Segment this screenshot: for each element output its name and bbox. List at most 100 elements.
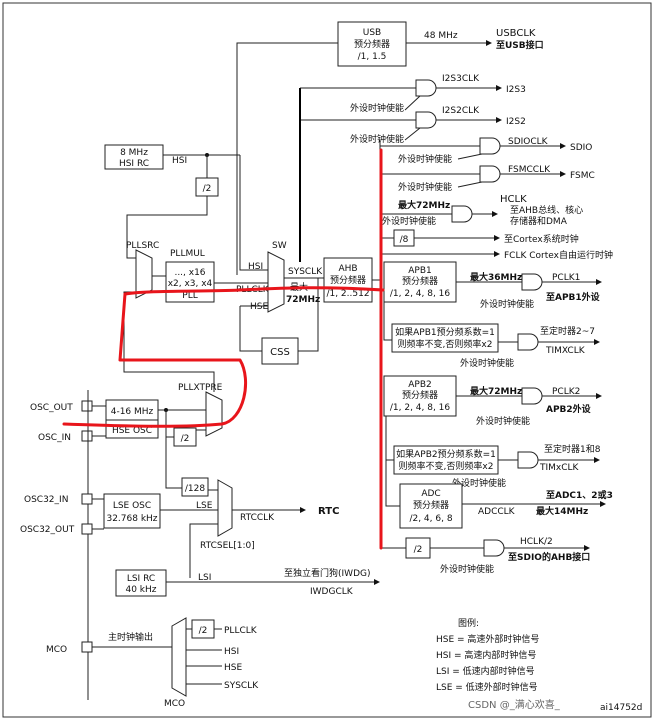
adc-feed — [385, 460, 400, 507]
apb2-l2: 预分频器 — [402, 389, 438, 401]
mco-out-label: 主时钟输出 — [108, 631, 153, 643]
osc-in-label: OSC_IN — [38, 433, 71, 443]
usb-freq: 48 MHz — [424, 31, 458, 41]
mco-pin-label: MCO — [46, 645, 67, 655]
pll-l1: ..., x16 — [174, 268, 205, 278]
pllxtpre-mux — [205, 391, 223, 437]
cortex-arrow — [494, 235, 500, 241]
rtcclk-label: RTCCLK — [240, 513, 275, 523]
ahb-l1: AHB — [338, 264, 357, 274]
fsmc-gate — [479, 165, 501, 183]
i2s3-gate — [415, 79, 437, 97]
hsi-rc-box — [104, 144, 164, 170]
hse-div2: /2 — [181, 434, 190, 444]
legend-lsi: LSI = 低速内部时钟信号 — [436, 665, 535, 677]
pll-box — [165, 261, 215, 303]
mco-in-hsi: HSI — [224, 647, 239, 657]
cortex-label: 至Cortex系统时钟 — [504, 233, 579, 245]
pclk2-arrow — [596, 393, 602, 399]
apb1-max: 最大36MHz — [470, 271, 522, 283]
legend-hse: HSE = 高速外部时钟信号 — [436, 633, 539, 645]
i2s3clk-label: I2S3CLK — [442, 74, 480, 84]
timx1-enable: 外设时钟使能 — [460, 357, 514, 369]
pllsrc-label: PLLSRC — [126, 241, 159, 251]
apb1-note-feed — [383, 302, 392, 341]
usb-prescaler-box — [337, 21, 407, 67]
osc-in-pin — [81, 430, 93, 442]
pclk1-to: 至APB1外设 — [546, 291, 601, 303]
apb1-note-l2: 则频率不变,否则频率x2 — [398, 338, 493, 350]
css-hse — [239, 306, 262, 352]
sdio-label: SDIO — [570, 143, 592, 153]
hsi-div2: /2 — [203, 184, 212, 194]
sw-hsi-label: HSI — [248, 262, 263, 272]
sdio-gate — [479, 137, 501, 155]
legend-hsi: HSI = 高速内部时钟信号 — [436, 649, 536, 661]
rtc-arrow — [300, 507, 306, 513]
watermark: CSDN @_满心欢喜_ — [468, 698, 561, 711]
pllxtpre-to-pllsrc — [123, 291, 215, 392]
usb-arrow — [486, 40, 492, 46]
i2s3-en-line — [404, 95, 421, 111]
red-mark-hse-path — [62, 292, 248, 428]
iwdgclk-label: IWDGCLK — [310, 587, 354, 597]
sysclk-max-l2: 72MHz — [286, 295, 320, 305]
hse-range: 4-16 MHz — [111, 407, 154, 417]
sdio-ahb-to: 至SDIO的AHB接口 — [508, 551, 590, 563]
apb2-box — [383, 375, 457, 417]
hclk-gate — [451, 205, 473, 223]
pllmul-label: PLLMUL — [170, 249, 205, 259]
hclk2-enable: 外设时钟使能 — [440, 563, 494, 575]
timx1-gate — [517, 333, 539, 351]
lse-osc-l2: 32.768 kHz — [106, 514, 157, 524]
sdioclk-label: SDIOCLK — [508, 137, 549, 147]
apb2-l3: /1, 2, 4, 8, 16 — [390, 403, 451, 413]
adc-box — [399, 483, 463, 529]
hse-div2-feed — [165, 410, 174, 438]
timx2-gate — [517, 451, 539, 469]
mco-pin — [81, 641, 93, 653]
adc-arrow — [600, 501, 606, 507]
adc-l2: 预分频器 — [413, 499, 449, 511]
lsi-label: LSI — [198, 573, 211, 583]
apb1-l2: 预分频器 — [402, 275, 438, 287]
timx2-arrow — [594, 457, 600, 463]
sw-hse-label: HSE — [250, 302, 268, 312]
rtc-label: RTC — [318, 506, 339, 517]
pclk1-arrow — [596, 279, 602, 285]
fsmc-enable: 外设时钟使能 — [398, 181, 452, 193]
apb2-l1: APB2 — [408, 380, 431, 390]
sdio-arrow — [560, 143, 566, 149]
sw-label: SW — [272, 241, 287, 251]
timer27-label: 至定时器2~7 — [540, 325, 595, 337]
apb1-note-box — [391, 323, 499, 353]
pclk2-to: APB2外设 — [546, 403, 592, 415]
sdio-en-line — [457, 153, 483, 160]
hclk-label: HCLK — [500, 194, 527, 205]
adcclk-label: ADCCLK — [478, 507, 516, 517]
mco-div2: /2 — [199, 626, 208, 636]
pllsrc-mux — [135, 249, 153, 299]
fclk-arrow — [494, 251, 500, 257]
hclk-to-l2: 存储器和DMA — [510, 215, 568, 227]
lse-label: LSE — [196, 501, 213, 511]
pll-l2: x2, x3, x4 — [168, 279, 213, 289]
timer18-label: 至定时器1和8 — [544, 443, 601, 455]
lse-osc-box — [103, 493, 161, 529]
apb2-note-l2: 则频率不变,否则频率x2 — [399, 460, 494, 472]
ahb-l2: 预分频器 — [330, 274, 366, 286]
mco-mux — [171, 617, 187, 697]
hclk-enable: 外设时钟使能 — [382, 215, 436, 227]
usb-prescaler-l1: USB — [363, 28, 381, 38]
hsi-div2-to-pllsrc — [126, 196, 208, 259]
apb2-note-l1: 如果APB2预分频系数=1 — [396, 448, 496, 460]
pclk2-gate — [521, 387, 543, 405]
fsmcclk-label: FSMCCLK — [508, 165, 551, 175]
usb-prescaler-l3: /1, 1.5 — [358, 52, 387, 62]
lsi-rc-box — [115, 569, 167, 597]
usb-prescaler-l2: 预分频器 — [354, 38, 390, 50]
hse-div128-feed — [165, 437, 182, 489]
hsi-rc-l1: 8 MHz — [120, 148, 148, 158]
